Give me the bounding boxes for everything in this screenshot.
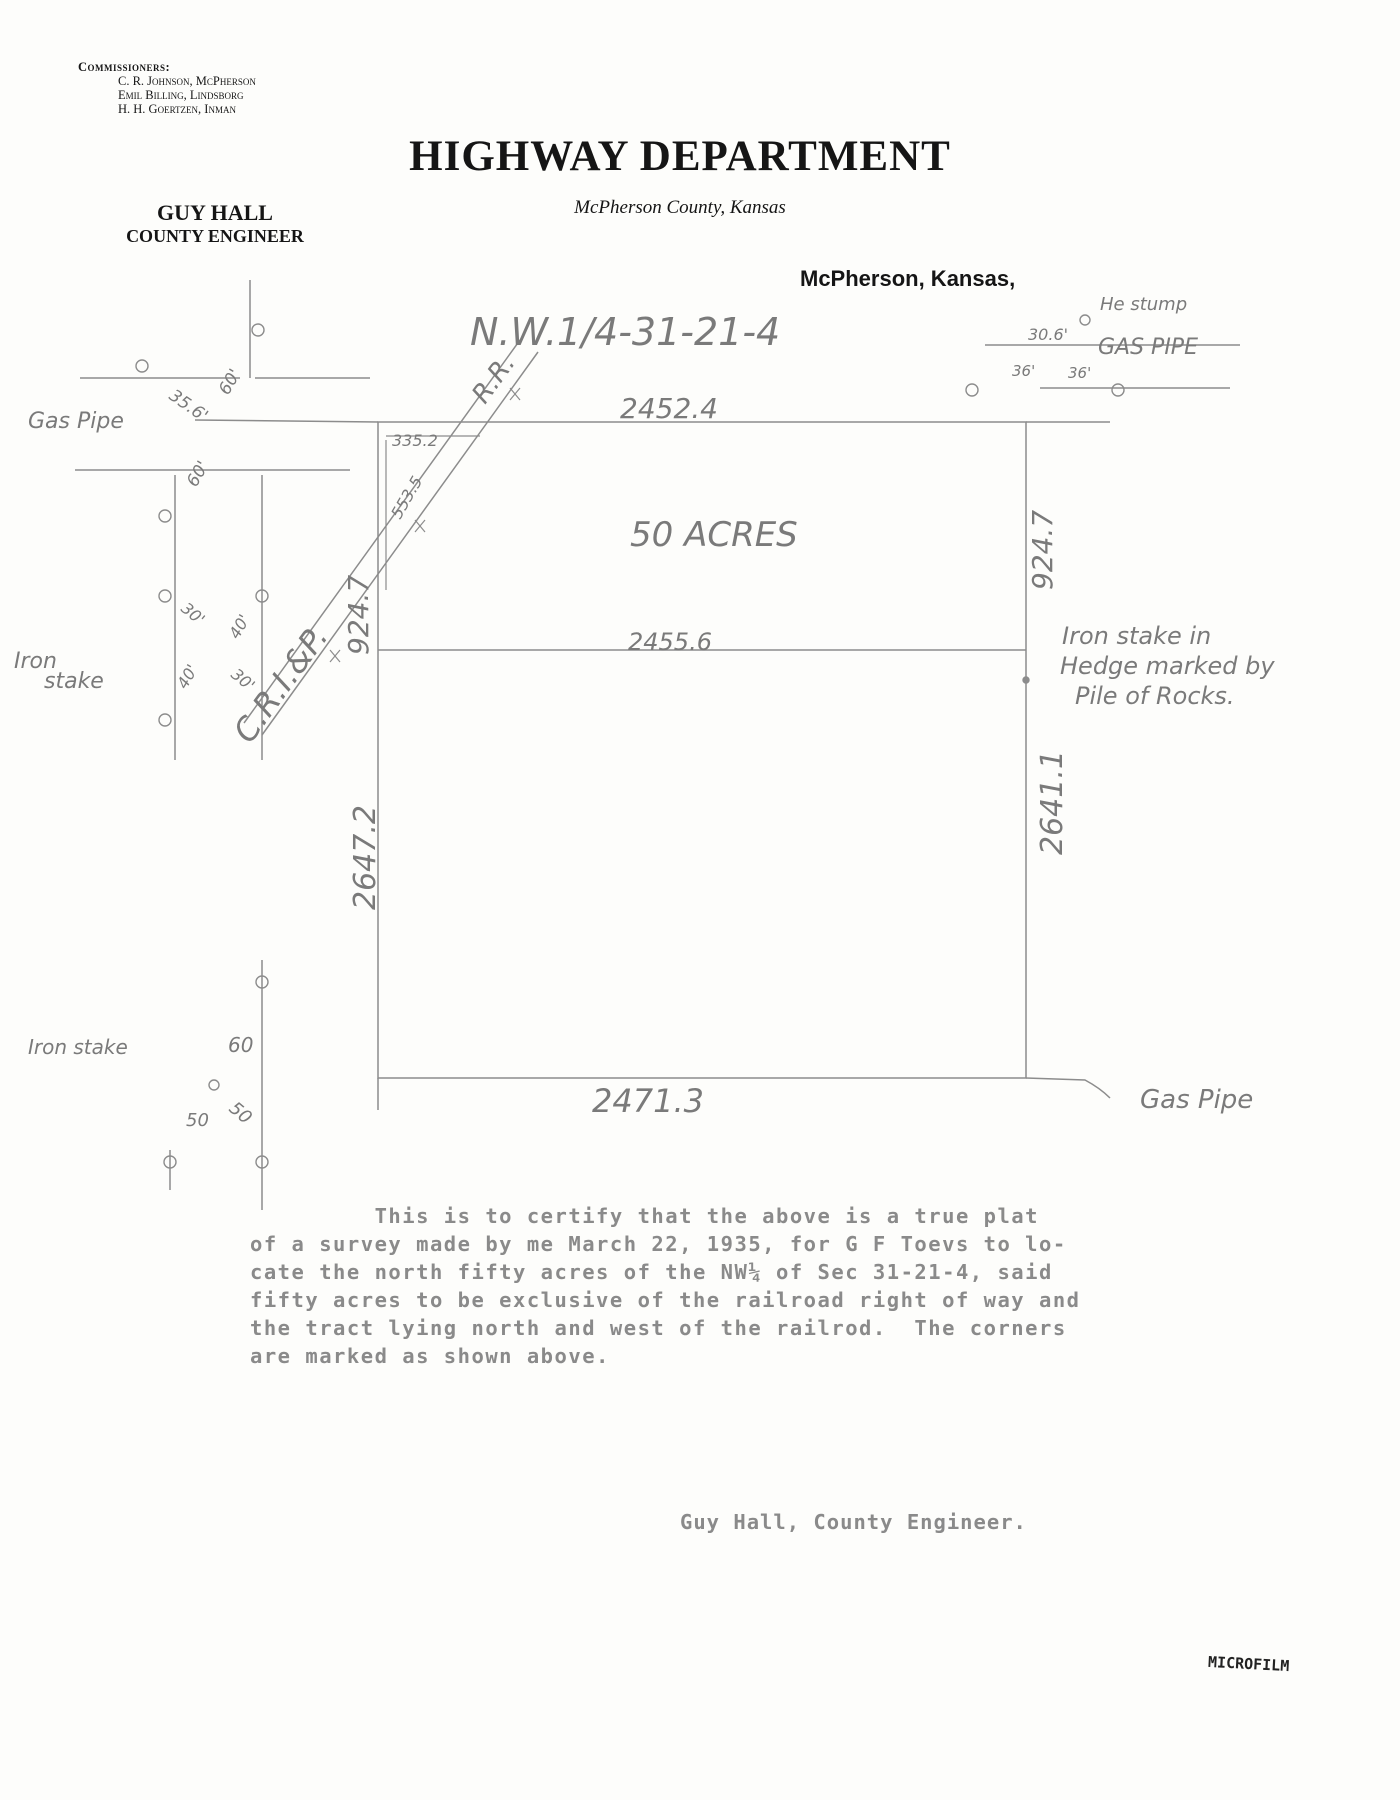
iron-stake-w-line-1: Iron <box>14 649 57 674</box>
w-measure-3: 30' <box>177 599 208 629</box>
iron-stake-e-line-1: Iron stake in <box>1062 622 1211 650</box>
offset-distance: 335.2 <box>392 431 438 450</box>
stone-marker <box>251 323 265 337</box>
west-line-distance: 2647.2 <box>348 805 383 910</box>
stone-marker <box>163 1155 177 1169</box>
certificate-line: the tract lying north and west of the ra… <box>250 1316 1067 1340</box>
north-line-distance: 2452.4 <box>620 392 718 425</box>
tract-boundary <box>377 421 1027 1079</box>
nw-measure-2: 60' <box>215 366 245 399</box>
stone-marker <box>208 1079 220 1091</box>
mid-line-distance: 2455.6 <box>628 628 712 656</box>
ne-measure-3: 36' <box>1068 364 1091 382</box>
gas-pipe-ne-label: GAS PIPE <box>1098 335 1198 360</box>
sw-measure-3: 50 <box>225 1098 256 1129</box>
commissioner-2: Emil Billing, Lindsborg <box>118 88 244 102</box>
certificate-text: This is to certify that the above is a t… <box>250 1202 1250 1370</box>
stone-marker <box>965 383 979 397</box>
w-measure-2: 40' <box>173 661 202 692</box>
stone-marker <box>158 713 172 727</box>
certificate-line: are marked as shown above. <box>250 1344 610 1368</box>
stone-marker <box>135 359 149 373</box>
gas-pipe-se-label: Gas Pipe <box>1140 1085 1253 1115</box>
certificate-line: cate the north fifty acres of the NW¼ of… <box>250 1260 1053 1284</box>
stone-marker <box>255 589 269 603</box>
iron-stake-e-line-3: Pile of Rocks. <box>1075 682 1235 710</box>
commissioner-1: C. R. Johnson, McPherson <box>118 74 256 88</box>
ne-measure-2: 36' <box>1012 362 1035 380</box>
stone-marker <box>255 975 269 989</box>
department-title: HIGHWAY DEPARTMENT <box>409 133 951 180</box>
sw-measure-1: 60 <box>228 1033 253 1057</box>
east-line-distance: 2641.1 <box>1035 750 1070 855</box>
ne-measure-1: 30.6' <box>1028 325 1068 344</box>
city-line: McPherson, Kansas, <box>800 266 1016 291</box>
certificate-line: This is to certify that the above is a t… <box>250 1204 1039 1228</box>
certificate-line: of a survey made by me March 22, 1935, f… <box>250 1232 1067 1256</box>
iron-stake-marker <box>1022 676 1030 684</box>
rr-label: R.R. <box>466 349 521 409</box>
area-label: 50 ACRES <box>630 515 798 555</box>
east-upper-distance: 924.7 <box>1026 510 1059 590</box>
nw-measure-3: 60' <box>183 458 213 491</box>
west-upper-distance: 924.7 <box>342 575 375 655</box>
commissioner-3: H. H. Goertzen, Inman <box>118 102 236 116</box>
section-label: N.W.1/4-31-21-4 <box>470 310 780 354</box>
iron-stake-w-line-2: stake <box>44 669 104 694</box>
south-line-distance: 2471.3 <box>592 1082 704 1120</box>
stone-marker <box>1079 314 1091 326</box>
w-measure-1: 40' <box>225 611 254 642</box>
hedge-stump-label: He stump <box>1100 294 1187 315</box>
iron-stake-sw-label: Iron stake <box>28 1035 128 1059</box>
iron-stake-e-line-2: Hedge marked by <box>1060 652 1275 680</box>
certificate-line: fifty acres to be exclusive of the railr… <box>250 1288 1081 1312</box>
sw-measure-2: 50 <box>186 1110 209 1131</box>
stone-marker <box>1111 383 1125 397</box>
county-subtitle: McPherson County, Kansas <box>574 197 786 218</box>
signature-line: Guy Hall, County Engineer. <box>680 1510 1027 1534</box>
stone-marker <box>158 509 172 523</box>
survey-markers <box>135 314 1125 1169</box>
engineer-title: COUNTY ENGINEER <box>126 226 304 246</box>
commissioners-block: Commissioners: C. R. Johnson, McPherson … <box>78 60 256 116</box>
engineer-name: GUY HALL <box>157 200 273 225</box>
commissioners-heading: Commissioners: <box>78 60 171 74</box>
stone-marker <box>158 589 172 603</box>
stone-marker <box>255 1155 269 1169</box>
gas-pipe-nw-label: Gas Pipe <box>28 409 124 434</box>
